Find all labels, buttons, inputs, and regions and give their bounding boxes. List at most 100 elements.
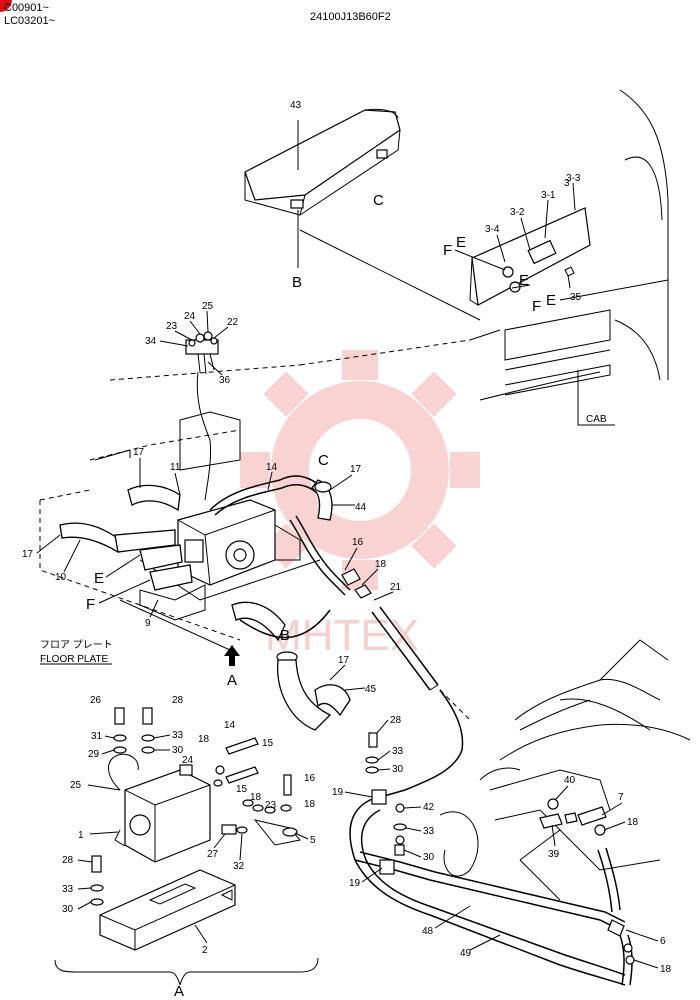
drawing-number: 24100J13B60F2 — [310, 11, 391, 23]
cab-outline — [109, 89, 669, 426]
cab-label: CAB — [586, 414, 607, 425]
part-25-bottom: 25 — [70, 780, 82, 791]
part-7: 7 — [618, 792, 624, 803]
cover-43 — [244, 108, 401, 268]
part-1: 1 — [78, 830, 84, 841]
part-42: 42 — [423, 802, 435, 813]
letter-e-right-2: E — [546, 292, 556, 309]
part-11: 11 — [170, 462, 181, 473]
part-17-d: 17 — [338, 655, 350, 666]
part-16-bottom: 16 — [304, 773, 316, 784]
detail-a — [54, 707, 319, 986]
letter-b-mid: B — [280, 627, 290, 644]
letter-e-mid: E — [94, 570, 104, 587]
letter-f-right: F — [532, 298, 541, 315]
part-2: 2 — [202, 945, 208, 956]
leaders-panel — [454, 182, 576, 289]
part-18-a: 18 — [375, 559, 387, 570]
part-28-b: 28 — [62, 855, 74, 866]
part-25-top: 25 — [202, 301, 214, 312]
part-3-1: 3-1 — [541, 190, 556, 201]
view-a-detail-label: A — [174, 983, 184, 1000]
part-17-b: 17 — [350, 464, 362, 475]
part-34: 34 — [145, 336, 157, 347]
part-16-top: 16 — [352, 537, 364, 548]
part-30-a: 30 — [172, 745, 184, 756]
letter-e-right: E — [519, 272, 529, 289]
part-44: 44 — [355, 502, 367, 513]
part-23-bottom: 23 — [265, 800, 277, 811]
view-a-arrow — [224, 645, 240, 666]
part-6: 6 — [660, 936, 666, 947]
letter-c-mid: C — [318, 452, 329, 469]
heater-unit — [139, 499, 301, 621]
part-32: 32 — [233, 861, 245, 872]
floor-plate-en: FLOOR PLATE — [40, 654, 108, 665]
part-33-c: 33 — [392, 746, 404, 757]
part-29: 29 — [88, 749, 100, 760]
part-18-f: 18 — [660, 964, 672, 975]
part-15-b: 15 — [236, 784, 248, 795]
letter-b-top: B — [292, 274, 302, 291]
letter-c-top: C — [373, 192, 384, 209]
part-45: 45 — [365, 684, 377, 695]
part-3-3: 3-3 — [566, 173, 581, 184]
hose-45 — [276, 651, 351, 731]
part-14-bottom: 14 — [224, 720, 236, 731]
serial-range-2: LC03201~ — [4, 15, 56, 27]
connector-cluster — [185, 331, 219, 501]
part-40: 40 — [564, 775, 576, 786]
part-30-b: 30 — [62, 904, 74, 915]
part-24-top: 24 — [184, 311, 196, 322]
part-14-top: 14 — [266, 462, 278, 473]
leaders-cluster — [159, 310, 229, 376]
part-17-c: 17 — [22, 549, 34, 560]
leaders-right — [344, 719, 659, 969]
part-23-top: 23 — [166, 321, 178, 332]
serial-range-1: C00901~ — [4, 2, 49, 14]
part-30-d: 30 — [423, 852, 435, 863]
part-28-c: 28 — [390, 715, 402, 726]
part-30-c: 30 — [392, 764, 404, 775]
pipes-48-49 — [349, 689, 635, 986]
engine-area — [439, 639, 691, 901]
letter-e-top: E — [456, 234, 466, 251]
part-33-b: 33 — [62, 884, 74, 895]
part-17-a: 17 — [133, 447, 145, 458]
part-48: 48 — [422, 926, 434, 937]
part-3-2: 3-2 — [510, 207, 525, 218]
letter-f-top: F — [443, 242, 452, 259]
part-33-a: 33 — [172, 730, 184, 741]
part-3: 3 — [564, 178, 570, 189]
part-33-d: 33 — [423, 826, 435, 837]
part-35: 35 — [570, 292, 582, 303]
letter-f-mid: F — [86, 596, 95, 613]
part-3-4: 3-4 — [485, 224, 500, 235]
view-a-label: A — [227, 672, 237, 689]
part-18-d: 18 — [304, 799, 316, 810]
part-15-a: 15 — [262, 738, 274, 749]
leaders-heater — [36, 458, 394, 691]
hoses-heater — [59, 475, 439, 691]
part-39: 39 — [548, 849, 560, 860]
switch-panel-3 — [469, 207, 591, 306]
part-36: 36 — [219, 375, 231, 386]
part-26: 26 — [90, 695, 102, 706]
part-43: 43 — [290, 100, 302, 111]
part-9: 9 — [145, 618, 151, 629]
part-5: 5 — [310, 835, 316, 846]
part-24-bottom: 24 — [182, 755, 194, 766]
part-22: 22 — [227, 317, 239, 328]
part-18-b: 18 — [198, 734, 210, 745]
part-49: 49 — [460, 948, 472, 959]
part-19-b: 19 — [349, 878, 361, 889]
part-19-a: 19 — [332, 787, 344, 798]
part-10: 10 — [55, 572, 67, 583]
leaders-detail-a — [77, 734, 309, 944]
floor-plate-jp: フロア プレート — [40, 639, 113, 651]
part-27: 27 — [207, 849, 219, 860]
part-28-a: 28 — [172, 695, 184, 706]
part-21: 21 — [390, 582, 402, 593]
part-18-c: 18 — [250, 792, 262, 803]
